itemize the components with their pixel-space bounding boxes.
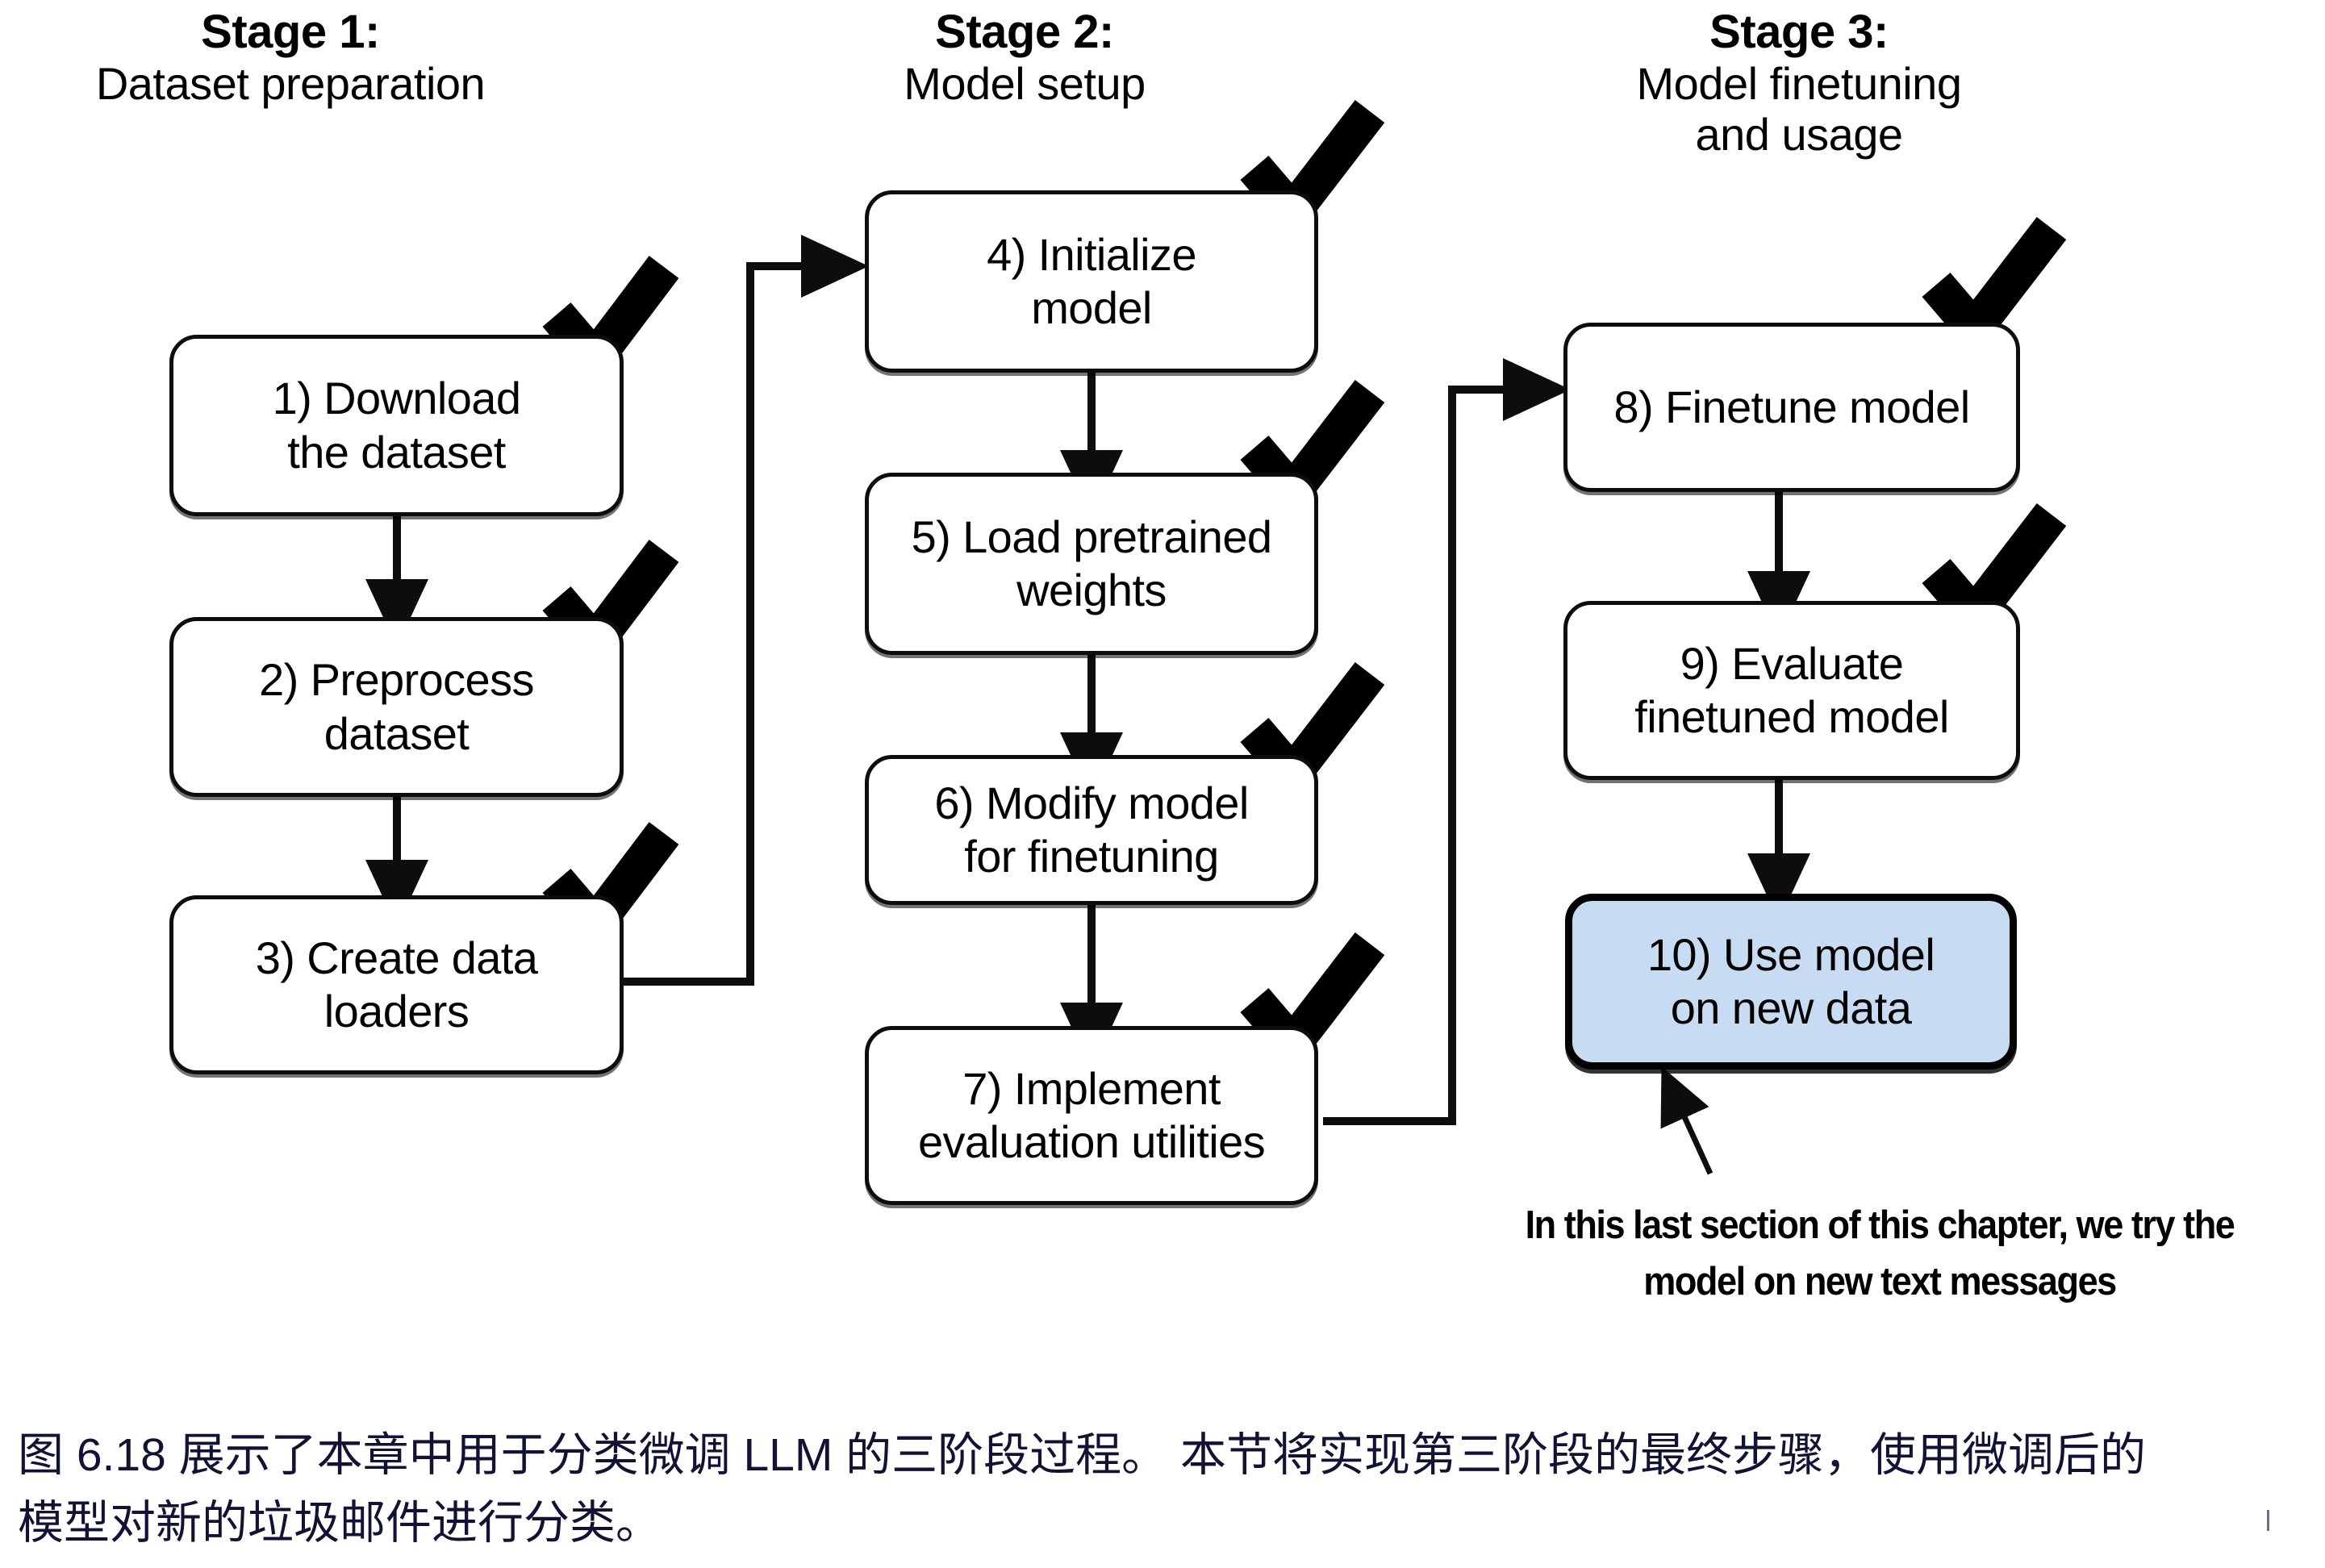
callout-note: In this last section of this chapter, we… bbox=[1464, 1198, 2295, 1310]
step-box-3[interactable]: 3) Create data loaders bbox=[169, 895, 624, 1074]
step-box-2-line-1: 2) Preprocess bbox=[259, 654, 534, 706]
step-box-10-line-1: 10) Use model bbox=[1647, 928, 1935, 980]
step-box-7-line-2: evaluation utilities bbox=[917, 1116, 1266, 1167]
step-box-7-label: 7) Implement evaluation utilities bbox=[910, 1062, 1273, 1169]
step-box-4-line-2: model bbox=[1031, 282, 1152, 333]
stage-1-title: Stage 1: bbox=[201, 6, 380, 58]
step-box-2-label: 2) Preprocess dataset bbox=[251, 653, 542, 760]
step-box-3-label: 3) Create data loaders bbox=[248, 932, 546, 1038]
step-box-10[interactable]: 10) Use model on new data bbox=[1565, 894, 2017, 1070]
step-box-6-line-1: 6) Modify model bbox=[934, 777, 1249, 828]
step-box-7-line-1: 7) Implement bbox=[962, 1062, 1221, 1114]
step-box-1-line-1: 1) Download bbox=[272, 373, 521, 424]
stage-1-subtitle: Dataset preparation bbox=[95, 57, 486, 109]
step-box-1-line-2: the dataset bbox=[287, 426, 506, 477]
stage-1-header: Stage 1: Dataset preparation bbox=[8, 6, 573, 110]
step-box-6-line-2: for finetuning bbox=[964, 831, 1219, 882]
figure-caption-line-1: 图 6.18 展示了本章中用于分类微调 LLM 的三阶段过程。 本节将实现第三阶… bbox=[18, 1429, 2147, 1481]
figure-caption: 图 6.18 展示了本章中用于分类微调 LLM 的三阶段过程。 本节将实现第三阶… bbox=[18, 1421, 2309, 1558]
pointer-arrow-icon bbox=[1660, 1066, 1713, 1175]
callout-note-line-2: model on new text messages bbox=[1643, 1259, 2117, 1303]
page-edge-tick bbox=[2267, 1510, 2269, 1531]
step-box-9[interactable]: 9) Evaluate finetuned model bbox=[1563, 601, 2020, 780]
stage-3-subtitle-line-2: and usage bbox=[1695, 108, 1903, 160]
step-box-9-line-1: 9) Evaluate bbox=[1680, 637, 1904, 689]
step-box-10-line-2: on new data bbox=[1670, 982, 1912, 1033]
step-box-4[interactable]: 4) Initialize model bbox=[865, 190, 1318, 373]
step-box-8-line-1: 8) Finetune model bbox=[1613, 381, 1970, 432]
step-box-1[interactable]: 1) Download the dataset bbox=[169, 335, 624, 516]
step-box-3-line-1: 3) Create data bbox=[255, 932, 538, 983]
stage-2-title: Stage 2: bbox=[935, 6, 1114, 58]
step-box-10-label: 10) Use model on new data bbox=[1639, 928, 1943, 1035]
connector-stage1-to-stage2 bbox=[624, 235, 870, 986]
step-box-3-line-2: loaders bbox=[323, 986, 470, 1036]
step-box-9-line-2: finetuned model bbox=[1634, 691, 1949, 742]
stage-3-header: Stage 3: Model finetuning and usage bbox=[1476, 6, 2122, 160]
step-box-4-label: 4) Initialize model bbox=[979, 228, 1204, 335]
step-box-5-line-1: 5) Load pretrained bbox=[911, 511, 1272, 562]
stage-3-title: Stage 3: bbox=[1709, 6, 1889, 58]
figure-caption-line-2: 模型对新的垃圾邮件进行分类。 bbox=[18, 1497, 662, 1549]
step-box-2[interactable]: 2) Preprocess dataset bbox=[169, 617, 624, 797]
connector-stage2-to-stage3 bbox=[1323, 358, 1572, 1125]
step-box-6-label: 6) Modify model for finetuning bbox=[926, 777, 1256, 883]
stage-3-subtitle-line-1: Model finetuning bbox=[1636, 57, 1962, 109]
step-box-9-label: 9) Evaluate finetuned model bbox=[1626, 637, 1957, 744]
step-box-4-line-1: 4) Initialize bbox=[987, 228, 1196, 280]
step-box-5-label: 5) Load pretrained weights bbox=[904, 511, 1280, 617]
step-box-1-label: 1) Download the dataset bbox=[265, 372, 529, 478]
step-box-5[interactable]: 5) Load pretrained weights bbox=[865, 473, 1318, 655]
step-box-5-line-2: weights bbox=[1016, 565, 1167, 615]
step-box-8-label: 8) Finetune model bbox=[1605, 381, 1977, 434]
stage-2-header: Stage 2: Model setup bbox=[742, 6, 1307, 110]
stage-2-subtitle: Model setup bbox=[904, 57, 1146, 109]
step-box-2-line-2: dataset bbox=[323, 707, 470, 759]
step-box-8[interactable]: 8) Finetune model bbox=[1563, 323, 2020, 492]
step-box-7[interactable]: 7) Implement evaluation utilities bbox=[865, 1026, 1318, 1205]
checkmark-icon-step-8 bbox=[1922, 216, 2067, 359]
callout-note-line-1: In this last section of this chapter, we… bbox=[1525, 1203, 2235, 1247]
step-box-6[interactable]: 6) Modify model for finetuning bbox=[865, 755, 1318, 905]
